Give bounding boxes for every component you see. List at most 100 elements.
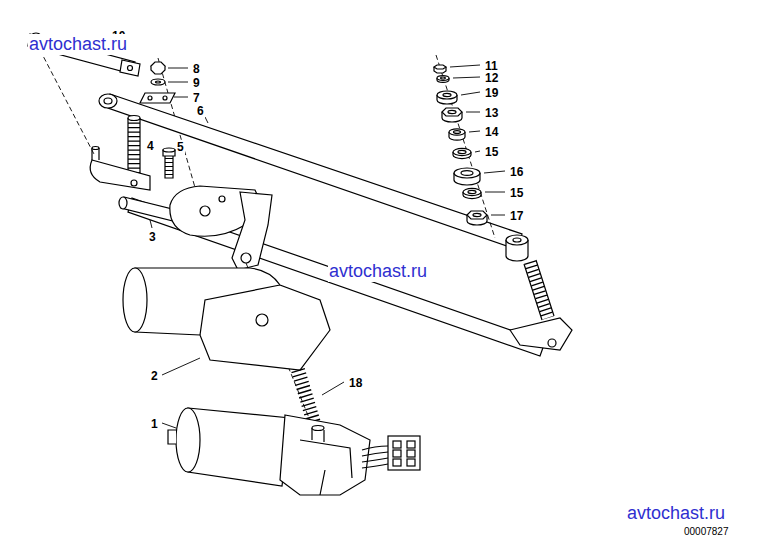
wiper-motor bbox=[393, 441, 401, 448]
wiper-arm bbox=[120, 60, 140, 76]
washer-stack bbox=[434, 65, 446, 69]
callout-number: 1 bbox=[150, 417, 159, 431]
watermark: avtochast.ru bbox=[28, 34, 128, 55]
callout-number: 9 bbox=[192, 76, 201, 90]
pivot-shaft bbox=[128, 116, 140, 121]
nut-washer-bracket bbox=[156, 81, 161, 83]
washer-stack bbox=[437, 91, 457, 99]
washer-stack bbox=[450, 65, 505, 215]
washer-stack bbox=[461, 171, 473, 176]
mounting-bracket bbox=[200, 206, 210, 216]
callout-number: 14 bbox=[484, 125, 499, 139]
washer-stack bbox=[437, 76, 449, 81]
wiper-motor bbox=[168, 430, 176, 444]
linkage-bar bbox=[104, 98, 112, 104]
nut-washer-bracket bbox=[140, 93, 175, 103]
linkage-bar bbox=[99, 94, 117, 108]
washer-stack bbox=[467, 211, 487, 219]
wiper-arm bbox=[28, 33, 140, 156]
crank-rod bbox=[121, 197, 176, 221]
wiper-arm bbox=[128, 66, 133, 71]
wiper-motor bbox=[280, 415, 370, 495]
wiper-motor bbox=[393, 459, 401, 466]
callout-number: 13 bbox=[484, 106, 499, 120]
washer-stack bbox=[449, 129, 465, 135]
crank-rod bbox=[119, 197, 176, 228]
wiper-motor bbox=[300, 440, 352, 495]
washer-stack bbox=[448, 110, 456, 113]
pivot-shaft bbox=[506, 235, 528, 245]
washer-stack bbox=[442, 108, 462, 122]
mounting-bracket bbox=[219, 196, 225, 202]
linkage-bar bbox=[99, 94, 522, 250]
callout-number: 19 bbox=[484, 86, 499, 100]
linkage-bar bbox=[205, 117, 208, 123]
pivot-shaft bbox=[506, 235, 554, 320]
callout-number: 12 bbox=[484, 71, 499, 85]
wiper-motor bbox=[176, 408, 200, 472]
wiper-motor bbox=[388, 436, 420, 470]
motor-cover bbox=[123, 268, 330, 375]
pivot-shaft bbox=[90, 116, 150, 191]
nut-washer-bracket bbox=[163, 96, 167, 100]
callout-number: 15 bbox=[484, 145, 499, 159]
bolt bbox=[165, 156, 173, 178]
washer-stack bbox=[434, 65, 446, 73]
pivot-shaft bbox=[513, 238, 521, 242]
nut-washer-bracket bbox=[148, 96, 152, 100]
nut-washer-bracket bbox=[151, 79, 165, 85]
callout-number: 5 bbox=[176, 140, 185, 154]
pivot-shaft bbox=[90, 160, 150, 190]
drawing-number: 00007827 bbox=[683, 526, 730, 537]
coil-spring bbox=[322, 382, 344, 395]
callout-number: 4 bbox=[146, 139, 155, 153]
wiper-motor bbox=[162, 423, 176, 428]
callout-number: 6 bbox=[196, 104, 205, 118]
washer-stack bbox=[442, 108, 462, 116]
wiper-motor bbox=[312, 426, 324, 431]
washer-stack bbox=[441, 77, 446, 79]
callout-number: 2 bbox=[150, 369, 159, 383]
bolt bbox=[165, 158, 173, 177]
washer-stack bbox=[443, 93, 451, 96]
mounting-bracket bbox=[232, 192, 272, 270]
washer-stack bbox=[467, 211, 487, 225]
callout-number: 3 bbox=[148, 230, 157, 244]
washer-stack bbox=[437, 91, 457, 104]
motor-cover bbox=[162, 358, 200, 375]
callout-number: 8 bbox=[192, 62, 201, 76]
wiper-motor bbox=[407, 441, 415, 448]
washer-stack bbox=[463, 188, 481, 195]
callout-number: 7 bbox=[192, 91, 201, 105]
mounting-bracket bbox=[241, 253, 251, 263]
washer-stack bbox=[458, 150, 466, 153]
callout-number: 15 bbox=[509, 186, 524, 200]
callout-number: 16 bbox=[509, 165, 524, 179]
wiper-arm bbox=[40, 50, 95, 156]
washer-stack bbox=[453, 148, 471, 155]
linkage-bar bbox=[548, 339, 556, 347]
wiper-motor bbox=[407, 450, 415, 457]
wiper-motor bbox=[393, 450, 401, 457]
callout-number: 17 bbox=[509, 209, 524, 223]
linkage-bar bbox=[510, 318, 572, 350]
washer-stack bbox=[437, 76, 449, 83]
motor-cover bbox=[200, 285, 280, 335]
washer-stack bbox=[453, 148, 471, 158]
wiper-motor bbox=[362, 446, 388, 468]
wiper-arm bbox=[28, 34, 135, 74]
washer-stack bbox=[454, 168, 480, 178]
washer-stack bbox=[454, 131, 461, 134]
crank-rod bbox=[150, 220, 152, 228]
callout-number: 18 bbox=[348, 376, 363, 390]
washer-stack bbox=[473, 213, 481, 216]
motor-cover bbox=[123, 268, 147, 332]
nut-washer-bracket bbox=[151, 66, 165, 74]
bolt bbox=[163, 148, 175, 178]
pivot-shaft bbox=[524, 260, 554, 320]
wiper-motor bbox=[188, 408, 290, 486]
watermark: avtochast.ru bbox=[626, 503, 726, 524]
wiper-motor bbox=[162, 408, 420, 495]
pivot-shaft bbox=[92, 147, 99, 150]
